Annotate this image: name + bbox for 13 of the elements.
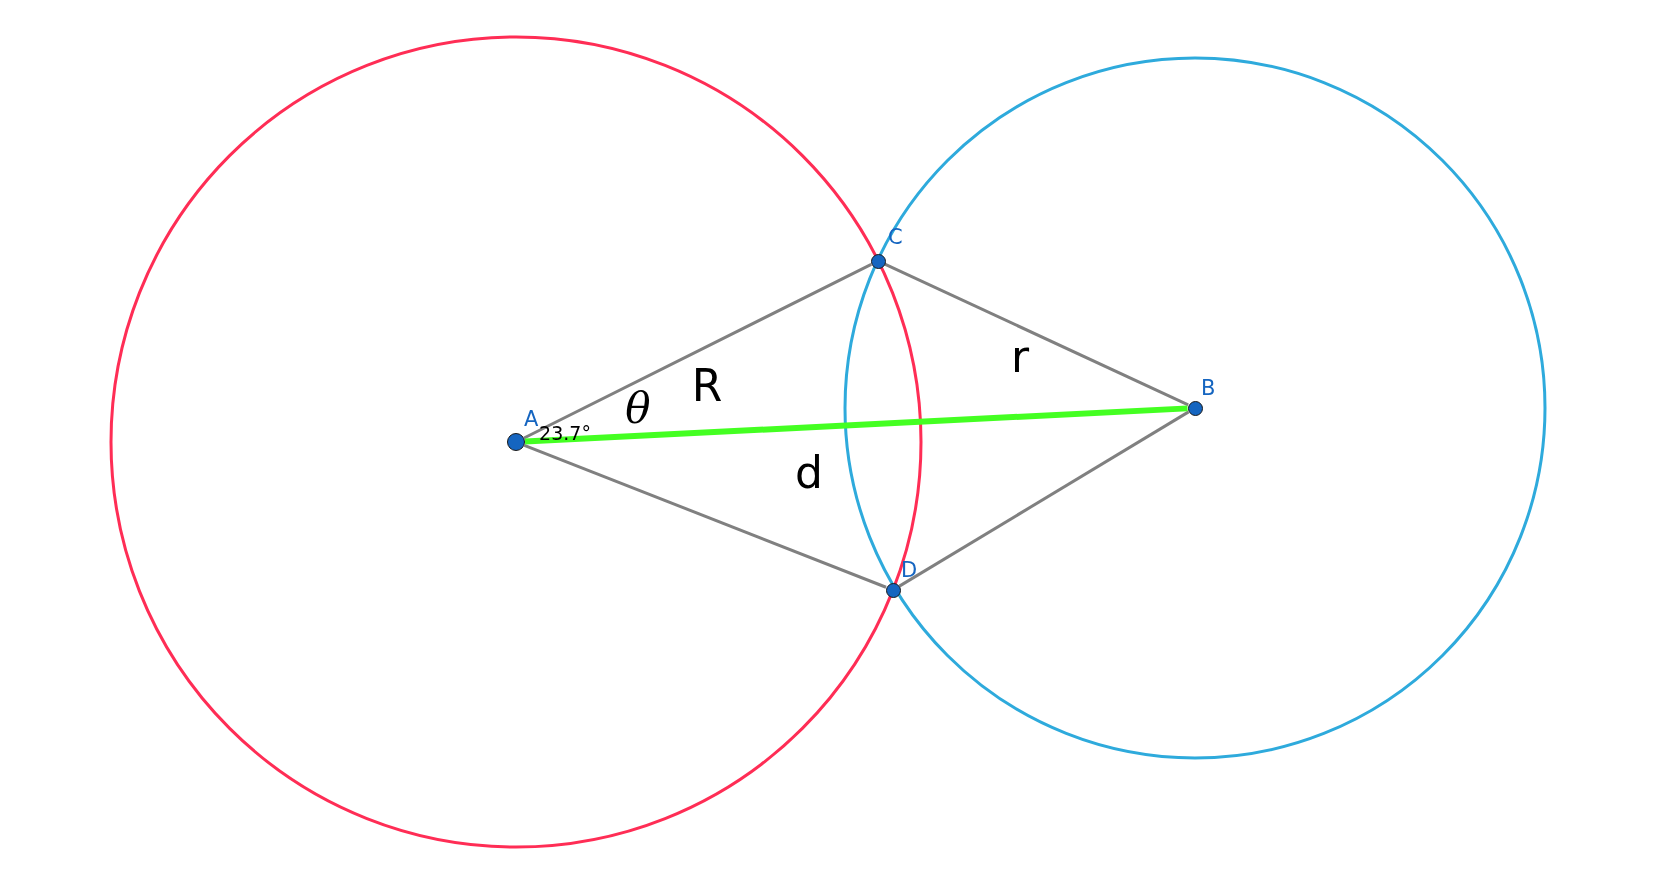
theta-symbol: θ [625, 388, 651, 430]
edge-label: r [1010, 335, 1030, 379]
point-label: B [1201, 378, 1216, 399]
point-label: C [888, 227, 903, 248]
line-segment [524, 405, 1188, 445]
point-label: D [901, 560, 918, 581]
edge-label: R [691, 364, 723, 408]
line-segment [523, 443, 887, 589]
line-segment [884, 262, 1189, 407]
line-segment [523, 263, 872, 440]
point-label: A [524, 409, 539, 430]
edge-label: d [795, 451, 823, 495]
line-segment [898, 410, 1190, 588]
